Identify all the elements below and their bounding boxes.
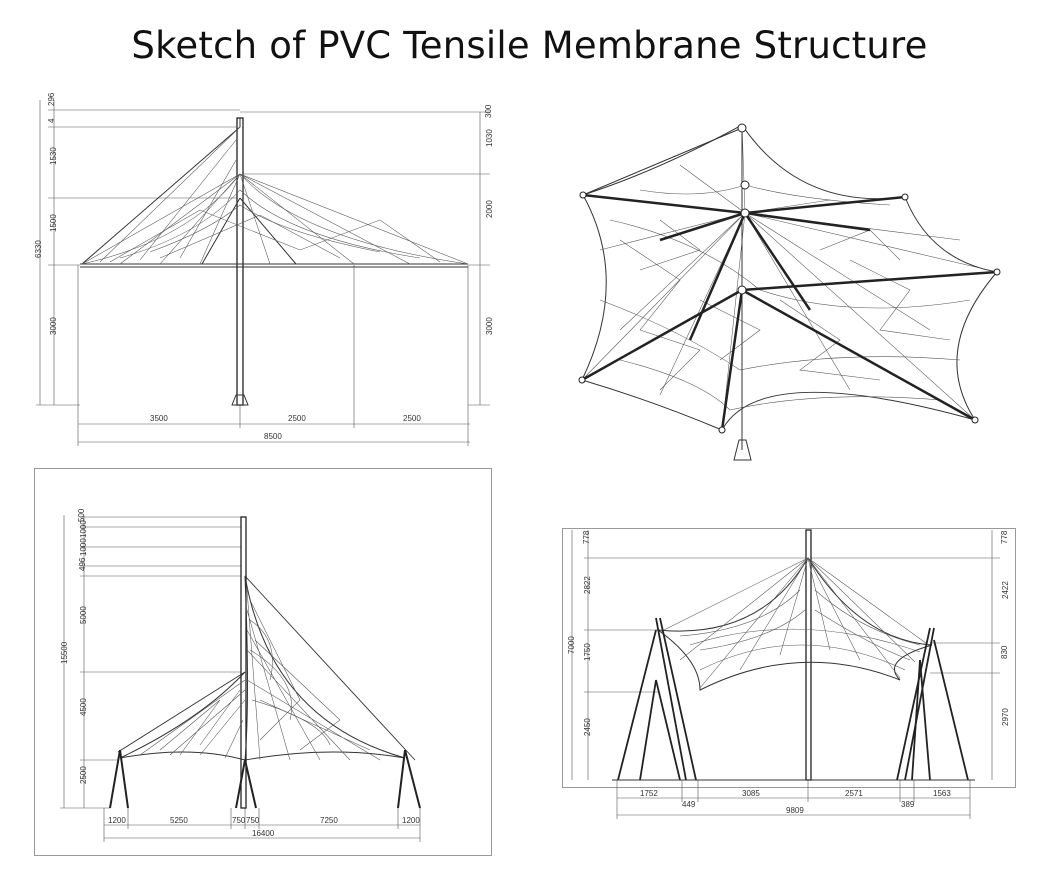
multi-total-width: 9809 xyxy=(786,806,804,815)
multi-dim-1752: 1752 xyxy=(640,789,658,798)
side-total-width: 16400 xyxy=(252,829,275,838)
multi-dim-1750: 1750 xyxy=(583,643,592,661)
front-dim-3000-left: 3000 xyxy=(49,317,58,335)
multi-dim-2822: 2822 xyxy=(583,576,592,594)
front-stay-cable xyxy=(81,126,241,265)
side-dim-1200-b: 1200 xyxy=(402,816,420,825)
side-dim-496: 496 xyxy=(78,557,87,571)
multi-elevation-frame xyxy=(562,528,1016,788)
front-total-height: 6330 xyxy=(34,240,43,258)
front-dim-1500: 1500 xyxy=(49,214,58,232)
multi-dim-449: 449 xyxy=(682,800,696,809)
side-dim-2500: 2500 xyxy=(79,766,88,784)
side-main-mast xyxy=(240,516,247,809)
side-dim-5000: 5000 xyxy=(79,606,88,624)
side-dim-500: 500 xyxy=(77,508,86,522)
front-dim-2500-b: 2500 xyxy=(403,414,421,423)
side-dim-1200-a: 1200 xyxy=(108,816,126,825)
multi-elevation-drawing: 778 2822 1750 2450 7000 778 2422 830 297… xyxy=(567,529,1010,819)
front-main-mast xyxy=(236,117,244,406)
front-membrane-mesh xyxy=(81,126,469,265)
front-right-dimension-lines xyxy=(240,111,490,406)
front-dim-1030: 1030 xyxy=(485,129,494,147)
side-stay-cables xyxy=(117,575,416,761)
multi-dim-778-left: 778 xyxy=(582,530,591,544)
multi-dim-778-right: 778 xyxy=(1000,530,1009,544)
multi-dim-1563: 1563 xyxy=(933,789,951,798)
multi-left-masts xyxy=(617,617,697,781)
multi-dim-3085: 3085 xyxy=(742,789,760,798)
side-dim-750-a: 750 xyxy=(232,816,246,825)
front-strut xyxy=(201,197,241,265)
side-dim-1000-a: 1000 xyxy=(79,520,88,538)
side-dim-5250: 5250 xyxy=(170,816,188,825)
multi-membrane-mesh xyxy=(656,557,933,691)
multi-dim-2571: 2571 xyxy=(845,789,863,798)
front-mast-base xyxy=(231,394,249,406)
iso-membrane-mesh xyxy=(581,124,998,431)
front-dim-2500-a: 2500 xyxy=(288,414,306,423)
side-dim-7250: 7250 xyxy=(320,816,338,825)
side-membrane-mesh xyxy=(119,575,406,761)
front-dim-300: 300 xyxy=(484,104,493,118)
iso-membrane-outline xyxy=(581,124,998,431)
multi-right-dimension-lines xyxy=(930,530,1000,780)
iso-joint-nodes xyxy=(578,123,1001,434)
iso-mast-base xyxy=(733,439,752,461)
multi-dim-830: 830 xyxy=(1000,645,1009,659)
side-elevation-frame xyxy=(34,468,492,856)
multi-dim-2970: 2970 xyxy=(1001,708,1010,726)
iso-stay-cable xyxy=(582,127,743,196)
front-dim-4: 4 xyxy=(47,118,56,123)
side-elevation-drawing: 500 1000 1000 496 5000 4500 2500 15500 1… xyxy=(60,508,421,842)
side-dim-4500: 4500 xyxy=(79,698,88,716)
side-total-height: 15500 xyxy=(60,641,69,664)
multi-total-height: 7000 xyxy=(567,636,576,654)
front-dim-3500: 3500 xyxy=(150,414,168,423)
front-total-width: 8500 xyxy=(264,432,282,441)
front-left-dimension-lines xyxy=(36,100,240,406)
page-title: Sketch of PVC Tensile Membrane Structure xyxy=(131,24,928,67)
multi-dim-2450: 2450 xyxy=(583,718,592,736)
front-dim-2000: 2000 xyxy=(485,200,494,218)
front-dim-1530: 1530 xyxy=(49,147,58,165)
front-elevation-drawing: 296 4 1530 1500 3000 6330 300 1030 2000 … xyxy=(34,92,494,446)
front-dim-3000-right: 3000 xyxy=(485,317,494,335)
isometric-drawing xyxy=(578,123,1001,461)
front-dim-296: 296 xyxy=(47,92,56,106)
front-strut xyxy=(239,197,297,265)
multi-bottom-dimension-lines xyxy=(616,780,971,819)
side-dim-1000-b: 1000 xyxy=(79,538,88,556)
multi-dim-2422: 2422 xyxy=(1001,581,1010,599)
side-left-dimension-lines xyxy=(60,515,245,809)
side-dim-750-b: 750 xyxy=(246,816,260,825)
multi-left-dimension-lines xyxy=(571,530,1000,780)
side-bottom-dimension-lines xyxy=(103,808,421,842)
multi-dim-389: 389 xyxy=(901,800,915,809)
multi-right-masts xyxy=(896,627,969,781)
side-edge-masts xyxy=(109,749,421,809)
front-bottom-dimension-lines xyxy=(77,265,470,446)
iso-struts xyxy=(581,193,998,431)
